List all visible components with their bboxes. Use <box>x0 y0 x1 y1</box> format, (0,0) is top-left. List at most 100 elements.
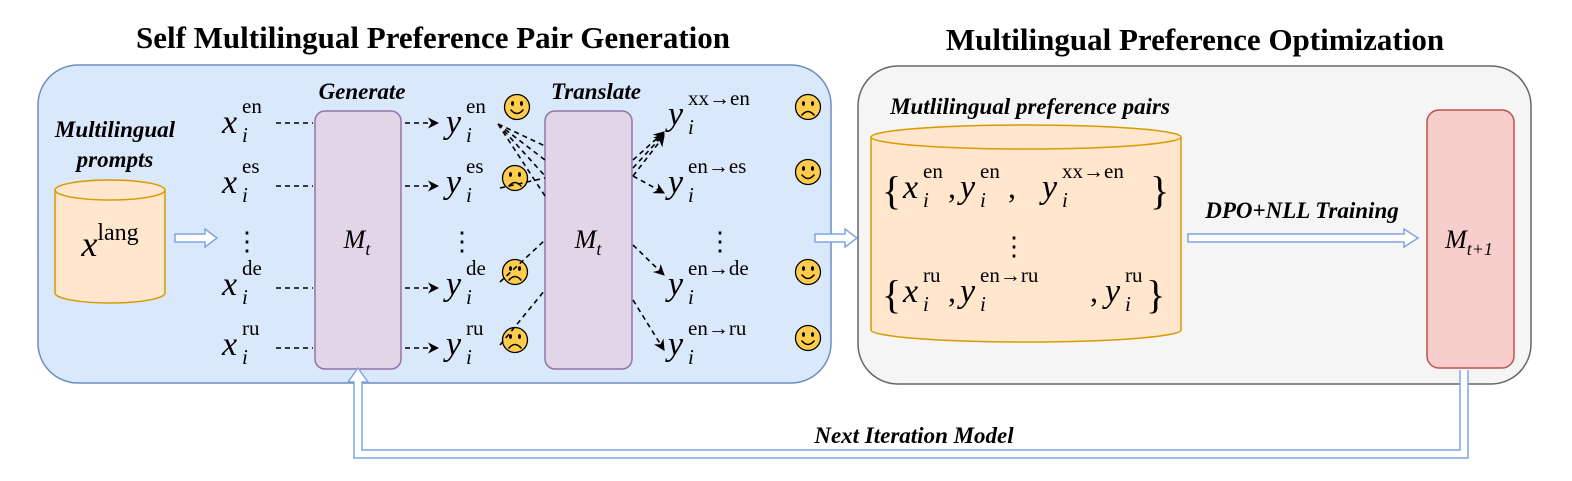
pair-row-ru-term-1-sub: i <box>980 292 986 316</box>
pair-row-en-open-brace: { <box>882 168 901 213</box>
translated-var-0-sup: xx→en <box>688 86 750 110</box>
pair-row-ru-term-1-base: y <box>957 273 976 310</box>
response-var-ru-base: y <box>443 326 462 363</box>
translate-input-2 <box>499 289 546 346</box>
translated-var-3-base: y <box>665 326 684 363</box>
prompt-db-formula: xlang <box>80 220 138 264</box>
responses-ellipsis: ⋮ <box>449 227 475 256</box>
next-iteration-label: Next Iteration Model <box>813 423 1014 448</box>
multilingual-prompts-label-line2: prompts <box>75 147 154 172</box>
prompt-var-de-base: x <box>221 266 237 303</box>
response-var-de-sub: i <box>466 285 472 309</box>
translated-var-2-base: y <box>665 266 684 303</box>
prompts-to-generation-arrow <box>174 227 219 249</box>
smiling-face-icon-translated-3 <box>794 324 822 352</box>
prompt-var-en-sub: i <box>242 123 248 147</box>
pair-row-ru-open-brace: { <box>882 272 901 317</box>
pair-row-en-term-1-sup: en <box>980 159 1000 183</box>
translate-fan-en-0 <box>497 123 546 177</box>
right-section-title: Multilingual Preference Optimization <box>946 22 1444 57</box>
translator-model-box <box>544 110 633 370</box>
pair-row-en-close-brace: } <box>1150 168 1169 213</box>
pair-row-en-term-1-base: y <box>957 169 976 206</box>
pairs-ellipsis: ⋮ <box>1001 232 1027 261</box>
translated-var-3-sup: en→ru <box>688 316 747 340</box>
pair-row-en-term-0-base: x <box>902 169 918 206</box>
pair-row-ru-term-1-sup: en→ru <box>980 263 1039 287</box>
response-var-ru-sup: ru <box>466 316 484 340</box>
pair-row-ru-term-0-sup: ru <box>923 263 941 287</box>
pair-row-ru-comma-0: , <box>948 273 956 309</box>
multilingual-prompts-label-line1: Multilingual <box>54 117 176 142</box>
pair-row-en-comma-1: , <box>1008 169 1016 205</box>
pair-row-ru-term-2-sub: i <box>1125 292 1131 316</box>
pair-row-en-term-2-sup: xx→en <box>1062 159 1124 183</box>
translated-var-1-base: y <box>665 164 684 201</box>
response-var-ru-sub: i <box>466 345 472 369</box>
translator-model-label: Mt <box>574 225 603 259</box>
response-var-de-base: y <box>443 266 462 303</box>
smiling-face-icon-translated-2 <box>794 258 822 286</box>
response-var-es-sub: i <box>466 183 472 207</box>
translated-var-3-sub: i <box>688 345 694 369</box>
prompt-var-es-base: x <box>221 164 237 201</box>
translated-var-2-sup: en→de <box>688 256 749 280</box>
translate-input-0 <box>499 177 546 189</box>
prompt-var-es-sub: i <box>242 183 248 207</box>
prompts-ellipsis: ⋮ <box>234 227 260 256</box>
next-iteration-feedback-arrow <box>346 366 1469 459</box>
translated-var-1-sub: i <box>688 183 694 207</box>
pair-row-en-comma-0: , <box>948 169 956 205</box>
pair-row-ru-term-2-base: y <box>1102 273 1121 310</box>
response-var-en-base: y <box>443 104 462 141</box>
next-model-box <box>1426 109 1515 369</box>
translated-var-0-sub: i <box>688 115 694 139</box>
smiling-face-icon-en <box>503 93 531 121</box>
smiling-face-icon-translated-1 <box>794 158 822 186</box>
translate-out-es <box>632 175 665 194</box>
pair-row-en-term-0-sub: i <box>923 188 929 212</box>
frowning-face-icon-ru <box>501 326 529 354</box>
next-model-label: Mt+1 <box>1444 225 1493 259</box>
frowning-face-icon-es <box>501 164 529 192</box>
prompt-var-ru-base: x <box>221 326 237 363</box>
translate-out-ru <box>632 299 665 351</box>
translate-input-1 <box>499 239 546 283</box>
response-var-es-base: y <box>443 164 462 201</box>
prompt-database-cylinder: xlang <box>54 179 166 304</box>
pair-row-ru-term-0-sub: i <box>923 292 929 316</box>
prompt-var-ru-sup: ru <box>242 316 260 340</box>
generate-label: Generate <box>319 79 406 104</box>
pair-row-en-term-2-sub: i <box>1062 188 1068 212</box>
pair-row-ru-comma-1: , <box>1090 273 1098 309</box>
frowning-face-icon-translated-0 <box>794 93 822 121</box>
pair-row-ru-term-0-base: x <box>902 273 918 310</box>
training-label: DPO+NLL Training <box>1204 198 1399 223</box>
prompt-var-de-sub: i <box>242 285 248 309</box>
response-var-en-sub: i <box>466 123 472 147</box>
preference-pairs-label: Mutlilingual preference pairs <box>889 94 1170 119</box>
prompt-var-en-sup: en <box>242 94 262 118</box>
prompt-var-en-base: x <box>221 104 237 141</box>
translations-ellipsis: ⋮ <box>707 227 733 256</box>
response-var-en-sup: en <box>466 94 486 118</box>
